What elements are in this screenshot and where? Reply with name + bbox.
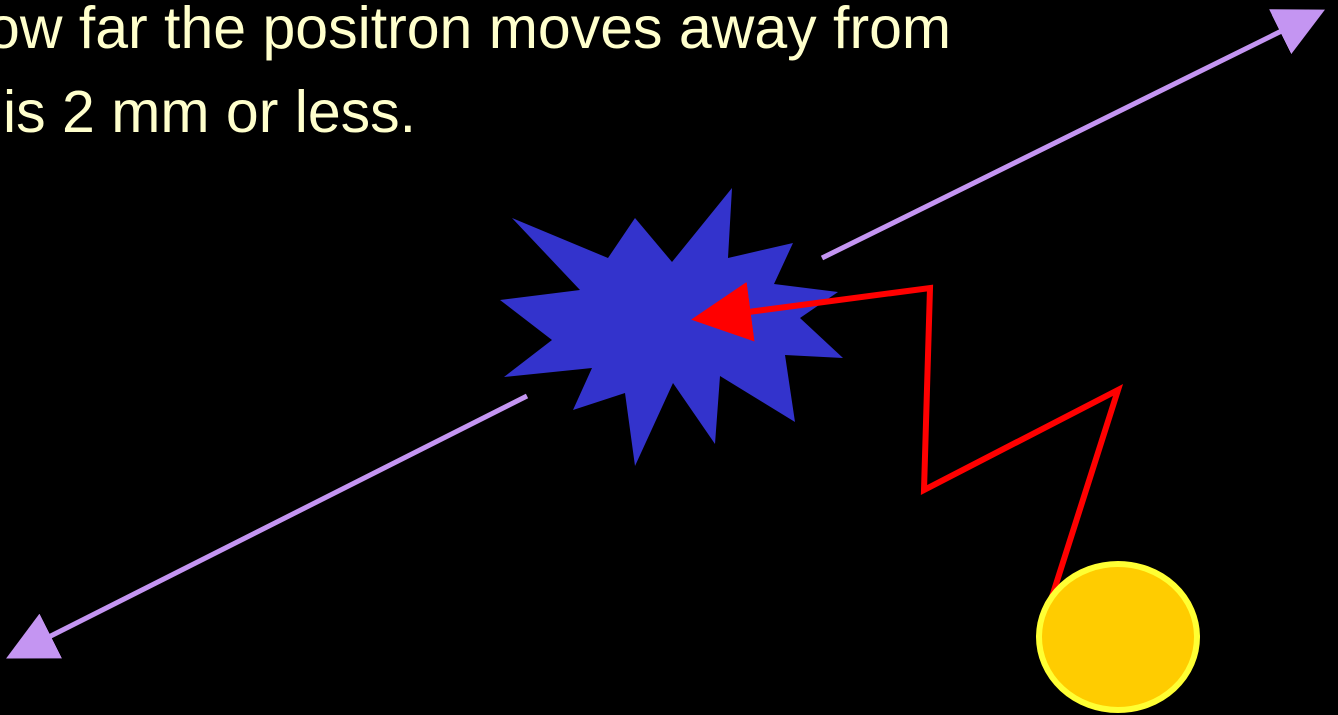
annihilation-burst-icon	[500, 188, 843, 466]
gamma-photon-arrow-left	[15, 396, 527, 654]
nucleus-icon	[1039, 564, 1197, 710]
gamma-photon-arrow-right	[822, 14, 1316, 258]
